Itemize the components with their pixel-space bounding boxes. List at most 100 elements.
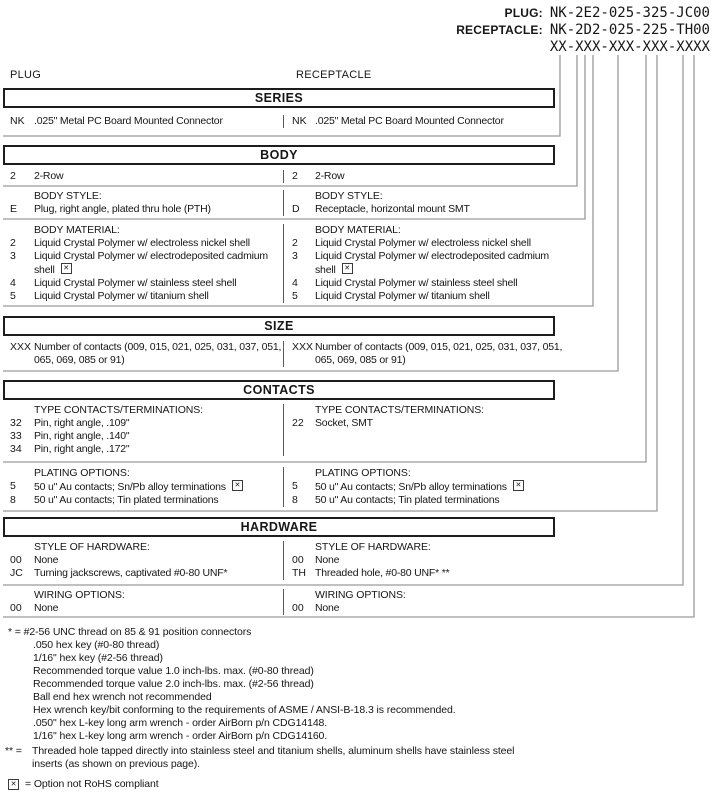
plating-row: 8 50 u" Au contacts; Tin plated terminat… <box>292 494 563 507</box>
option-code: 4 <box>10 277 16 289</box>
star-footnote-line: * = #2-56 UNC thread on 85 & 91 position… <box>8 626 252 638</box>
not-rohs-icon <box>231 480 243 491</box>
body-style-heading: BODY STYLE: <box>315 190 383 202</box>
option-desc: 50 u" Au contacts; Tin plated terminatio… <box>315 494 500 506</box>
option-desc: Pin, right angle, .109" <box>34 417 130 429</box>
plating-heading: PLATING OPTIONS: <box>315 467 411 479</box>
body-material-heading: BODY MATERIAL: <box>34 224 120 236</box>
body-rows-group: 2 2-Row 2 2-Row <box>3 170 563 183</box>
option-desc: Number of contacts (009, 015, 021, 025, … <box>315 341 563 366</box>
option-desc: Threaded hole, #0-80 UNF* ** <box>315 567 450 579</box>
wiring-row: 00 None <box>10 602 283 615</box>
option-desc: Socket, SMT <box>315 417 373 429</box>
footnote-line: inserts (as shown on previous page). <box>32 758 200 770</box>
option-code: 2 <box>10 237 16 249</box>
option-code: 5 <box>10 480 16 492</box>
double-star-prefix: ** = <box>5 745 22 757</box>
body-style-plug-row: E Plug, right angle, plated thru hole (P… <box>10 203 283 216</box>
contacts-type-row: 22 Socket, SMT <box>292 417 563 430</box>
body-material-row: 5 Liquid Crystal Polymer w/ titanium she… <box>292 290 563 303</box>
option-desc: 2-Row <box>34 170 64 182</box>
hardware-style-receptacle-column: STYLE OF HARDWARE: 00 None TH Threaded h… <box>283 541 563 580</box>
plating-plug-column: PLATING OPTIONS: 5 50 u" Au contacts; Sn… <box>3 467 283 507</box>
series-group: NK .025" Metal PC Board Mounted Connecto… <box>3 115 563 128</box>
option-code: 2 <box>292 170 298 182</box>
receptacle-part-number-row: RECEPTACLE: NK-2D2-025-225-TH00 <box>456 22 710 38</box>
option-desc: None <box>315 554 340 566</box>
option-desc: Liquid Crystal Polymer w/ electrodeposit… <box>315 250 563 277</box>
option-code: 00 <box>10 554 22 566</box>
footnote-line: .050 hex key (#0-80 thread) <box>33 639 160 651</box>
option-code: 00 <box>292 554 304 566</box>
option-desc: Plug, right angle, plated thru hole (PTH… <box>34 203 211 215</box>
option-code: 3 <box>10 250 16 262</box>
body-material-row: 4 Liquid Crystal Polymer w/ stainless st… <box>292 277 563 290</box>
contacts-section-header: CONTACTS <box>3 380 555 400</box>
double-star-lines: Threaded hole tapped directly into stain… <box>32 745 514 771</box>
plating-row: 8 50 u" Au contacts; Tin plated terminat… <box>10 494 283 507</box>
option-desc: 50 u" Au contacts; Sn/Pb alloy terminati… <box>34 480 283 494</box>
wiring-row: 00 None <box>292 602 563 615</box>
hardware-style-plug-column: STYLE OF HARDWARE: 00 None JC Turning ja… <box>3 541 283 580</box>
body-rows-receptacle-column: 2 2-Row <box>283 170 563 183</box>
wiring-heading: WIRING OPTIONS: <box>34 589 125 601</box>
hardware-style-row: 00 None <box>292 554 563 567</box>
contacts-type-row: 34 Pin, right angle, .172" <box>10 443 283 456</box>
option-code: JC <box>10 567 23 579</box>
option-desc-text: 50 u" Au contacts; Sn/Pb alloy terminati… <box>34 481 226 493</box>
footnote-line: Recommended torque value 2.0 inch-lbs. m… <box>33 678 314 690</box>
wiring-plug-column: WIRING OPTIONS: 00 None <box>3 589 283 615</box>
series-receptacle-row: NK .025" Metal PC Board Mounted Connecto… <box>292 115 563 128</box>
body-rows-plug-column: 2 2-Row <box>3 170 283 183</box>
body-section-header: BODY <box>3 145 555 165</box>
footnote-line: Recommended torque value 1.0 inch-lbs. m… <box>33 665 314 677</box>
hardware-style-row: TH Threaded hole, #0-80 UNF* ** <box>292 567 563 580</box>
plating-receptacle-column: PLATING OPTIONS: 5 50 u" Au contacts; Sn… <box>283 467 563 507</box>
size-receptacle-column: XXX Number of contacts (009, 015, 021, 0… <box>283 341 563 367</box>
receptacle-column-label: RECEPTACLE <box>296 69 372 81</box>
option-desc: 50 u" Au contacts; Tin plated terminatio… <box>34 494 219 506</box>
contacts-type-row: 33 Pin, right angle, .140" <box>10 430 283 443</box>
option-desc: Liquid Crystal Polymer w/ stainless stee… <box>315 277 518 289</box>
size-group: XXX Number of contacts (009, 015, 021, 0… <box>3 341 563 367</box>
option-code: 32 <box>10 417 22 429</box>
body-style-receptacle-column: BODY STYLE: D Receptacle, horizontal mou… <box>283 190 563 216</box>
receptacle-part-number-value: NK-2D2-025-225-TH00 <box>549 22 710 38</box>
hardware-style-heading: STYLE OF HARDWARE: <box>315 541 431 553</box>
body-material-row: 2 Liquid Crystal Polymer w/ electroless … <box>10 237 283 250</box>
footnote-line: .050" hex L-key long arm wrench - order … <box>33 717 328 729</box>
footnote-line: 1/16" hex key (#2-56 thread) <box>33 652 163 664</box>
part-number-pattern: XX-XXX-XXX-XXX-XXXX <box>549 39 710 55</box>
option-code: 00 <box>292 602 304 614</box>
option-code: 34 <box>10 443 22 455</box>
option-code: TH <box>292 567 306 579</box>
plating-row: 5 50 u" Au contacts; Sn/Pb alloy termina… <box>10 480 283 494</box>
option-desc: .025" Metal PC Board Mounted Connector <box>34 115 223 127</box>
not-rohs-icon <box>341 263 353 274</box>
not-rohs-icon <box>512 480 524 491</box>
option-code: XXX <box>292 341 314 353</box>
rohs-footnote: = Option not RoHS compliant <box>8 778 159 791</box>
option-code: XXX <box>10 341 32 353</box>
body-style-plug-column: BODY STYLE: E Plug, right angle, plated … <box>3 190 283 216</box>
body-material-row: 4 Liquid Crystal Polymer w/ stainless st… <box>10 277 283 290</box>
option-desc: None <box>34 554 59 566</box>
receptacle-part-number-label: RECEPTACLE: <box>456 23 543 37</box>
rohs-footnote-label: = Option not RoHS compliant <box>25 778 159 790</box>
plating-row: 5 50 u" Au contacts; Sn/Pb alloy termina… <box>292 480 563 494</box>
size-plug-column: XXX Number of contacts (009, 015, 021, 0… <box>3 341 283 367</box>
option-desc: 2-Row <box>315 170 345 182</box>
option-code: D <box>292 203 300 215</box>
contacts-type-heading: TYPE CONTACTS/TERMINATIONS: <box>315 404 485 416</box>
double-star-footnote: ** = Threaded hole tapped directly into … <box>5 745 514 771</box>
contacts-type-receptacle-column: TYPE CONTACTS/TERMINATIONS: 22 Socket, S… <box>283 404 563 456</box>
body-material-plug-column: BODY MATERIAL: 2 Liquid Crystal Polymer … <box>3 224 283 303</box>
contacts-type-plug-column: TYPE CONTACTS/TERMINATIONS: 32 Pin, righ… <box>3 404 283 456</box>
option-desc: Liquid Crystal Polymer w/ electrodeposit… <box>34 250 283 277</box>
contacts-type-group: TYPE CONTACTS/TERMINATIONS: 32 Pin, righ… <box>3 404 563 456</box>
option-code: 4 <box>292 277 298 289</box>
body-material-row: 2 Liquid Crystal Polymer w/ electroless … <box>292 237 563 250</box>
plug-part-number-row: PLUG: NK-2E2-025-325-JC00 <box>505 5 711 21</box>
option-code: 8 <box>10 494 16 506</box>
